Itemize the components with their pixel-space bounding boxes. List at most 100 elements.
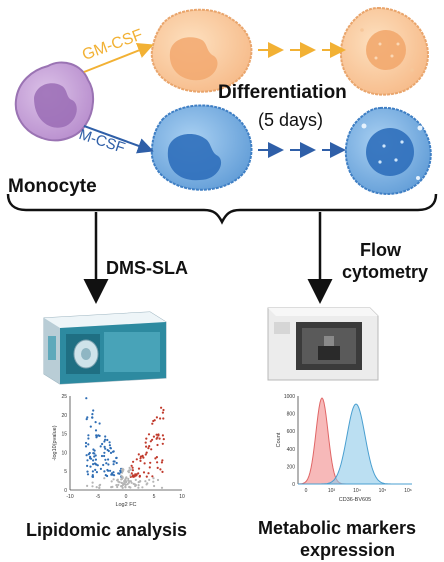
volcano-point	[95, 486, 98, 489]
volcano-point	[145, 451, 148, 454]
gmcsf-arrow	[83, 42, 154, 73]
volcano-point	[129, 468, 132, 471]
volcano-point	[118, 481, 121, 484]
volcano-point	[143, 462, 146, 465]
volcano-point	[93, 455, 96, 458]
histogram-y-tick: 400	[287, 447, 296, 453]
volcano-point	[127, 470, 130, 473]
volcano-point	[134, 484, 137, 488]
volcano-point	[155, 433, 158, 436]
volcano-point	[86, 484, 89, 487]
volcano-point	[87, 434, 90, 437]
volcano-x-label: Log2 FC	[115, 502, 136, 508]
volcano-point	[104, 438, 107, 441]
volcano-point	[147, 472, 150, 475]
volcano-point	[112, 478, 115, 481]
volcano-point	[132, 460, 135, 463]
volcano-point	[135, 473, 138, 476]
volcano-point	[145, 475, 148, 478]
volcano-point	[115, 461, 118, 465]
volcano-point	[119, 469, 122, 472]
volcano-point	[117, 472, 120, 475]
volcano-point	[98, 484, 101, 487]
volcano-point	[104, 474, 107, 477]
differentiation-label: Differentiation	[218, 82, 347, 103]
gmcsf-young-cell-icon	[150, 8, 253, 93]
histogram-y-label: Count	[276, 432, 282, 447]
volcano-y-tick: 15	[61, 432, 67, 438]
volcano-point	[155, 456, 158, 459]
volcano-point	[116, 479, 119, 482]
volcano-point	[148, 466, 151, 469]
volcano-point	[141, 455, 144, 458]
metabolic-label-line2: expression	[300, 540, 396, 560]
volcano-point	[149, 440, 152, 443]
volcano-point	[109, 447, 112, 450]
volcano-point	[130, 464, 133, 467]
volcano-point	[94, 458, 97, 461]
volcano-point	[85, 418, 88, 421]
volcano-point	[108, 441, 111, 444]
volcano-point	[124, 479, 127, 482]
volcano-point	[111, 485, 114, 488]
volcano-point	[87, 437, 90, 440]
volcano-point	[156, 461, 159, 464]
lipidomic-label: Lipidomic analysis	[26, 520, 188, 540]
monocyte-cell-icon	[14, 61, 94, 142]
volcano-point	[103, 445, 106, 448]
volcano-y-tick: 20	[61, 413, 67, 419]
volcano-point	[108, 444, 111, 447]
histogram-x-tick: 10⁶	[404, 488, 412, 494]
days-label: (5 days)	[258, 110, 324, 130]
volcano-point	[91, 416, 94, 419]
volcano-point	[92, 409, 95, 412]
volcano-x-tick: 0	[125, 494, 128, 500]
volcano-point	[156, 443, 159, 447]
volcano-point	[106, 438, 109, 442]
volcano-point	[137, 484, 140, 487]
volcano-point	[139, 457, 142, 460]
volcano-point	[151, 475, 154, 478]
volcano-point	[84, 441, 88, 445]
gmcsf-macrophage-icon	[340, 6, 429, 96]
volcano-point	[84, 445, 88, 448]
volcano-point	[104, 458, 107, 461]
volcano-point	[133, 483, 136, 486]
volcano-point	[144, 480, 147, 483]
volcano-point	[98, 486, 101, 489]
volcano-point	[110, 473, 113, 476]
volcano-point	[91, 470, 94, 473]
volcano-point	[86, 470, 89, 473]
volcano-point	[94, 429, 98, 432]
volcano-point	[131, 466, 134, 469]
volcano-point	[92, 459, 95, 462]
volcano-point	[144, 441, 147, 444]
volcano-point	[121, 476, 124, 479]
volcano-point	[115, 484, 118, 487]
volcano-point	[98, 434, 101, 437]
volcano-point	[107, 469, 110, 472]
volcano-point	[102, 463, 105, 467]
volcano-point	[139, 480, 142, 483]
volcano-y-tick: 5	[64, 469, 67, 475]
volcano-point	[160, 461, 163, 464]
volcano-point	[129, 474, 132, 477]
volcano-point	[99, 445, 102, 448]
volcano-point	[86, 464, 89, 467]
volcano-point	[120, 485, 123, 488]
volcano-point	[162, 417, 165, 420]
volcano-x-tick: 10	[179, 494, 185, 500]
volcano-point	[161, 459, 164, 462]
metabolic-label-line1: Metabolic markers	[258, 518, 417, 538]
volcano-point	[138, 474, 141, 477]
volcano-point	[128, 485, 131, 489]
volcano-point	[86, 473, 90, 476]
volcano-point	[152, 480, 155, 483]
volcano-point	[89, 465, 92, 468]
volcano-point	[103, 477, 106, 480]
dms-sla-label: DMS-SLA	[106, 258, 188, 278]
histogram-x-tick: 10⁵	[379, 488, 387, 494]
volcano-point	[94, 468, 97, 471]
volcano-point	[145, 437, 148, 440]
volcano-point	[120, 474, 123, 477]
